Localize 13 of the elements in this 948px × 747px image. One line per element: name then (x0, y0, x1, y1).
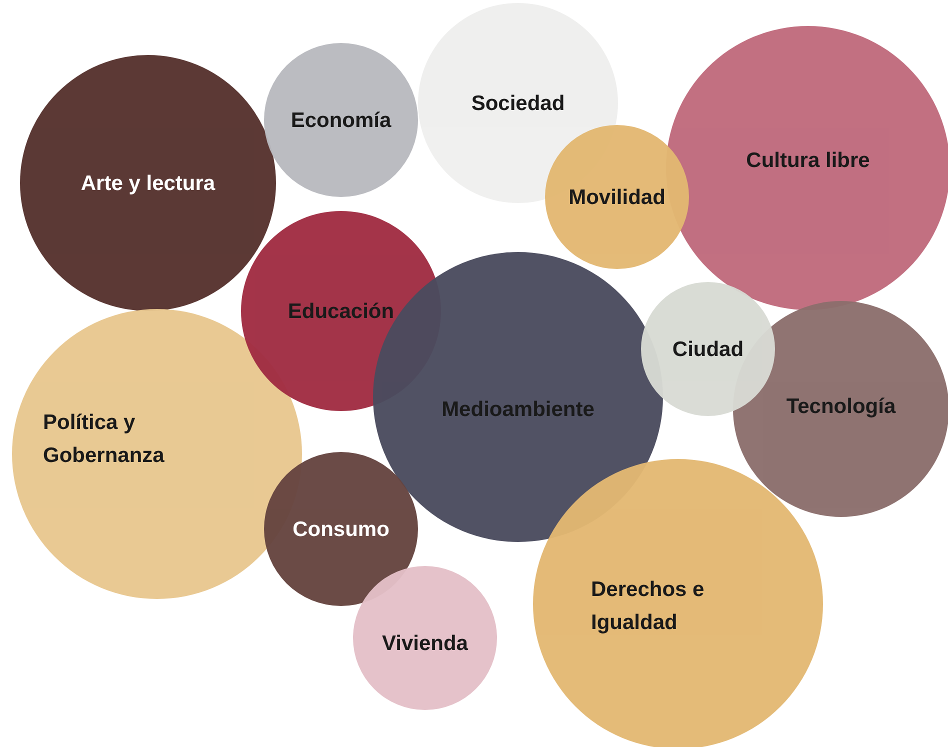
bubble-label: Consumo (292, 516, 390, 542)
bubble-label: Educación (288, 298, 394, 324)
bubble-label: Derechos e Igualdad (591, 577, 706, 636)
bubble-label: Arte y lectura (80, 170, 216, 196)
bubble-label: Vivienda (382, 630, 468, 656)
bubble-label: Tecnología (786, 394, 896, 420)
bubble-label: Ciudad (672, 336, 744, 362)
bubble-label: Sociedad (471, 90, 565, 116)
bubble-label: Cultura libre (746, 148, 870, 174)
bubble-label: Movilidad (568, 184, 666, 210)
bubble-label: Medioambiente (442, 396, 594, 422)
bubble-label: Economía (290, 108, 392, 134)
bubble-label: Política y Gobernanza (43, 410, 166, 469)
